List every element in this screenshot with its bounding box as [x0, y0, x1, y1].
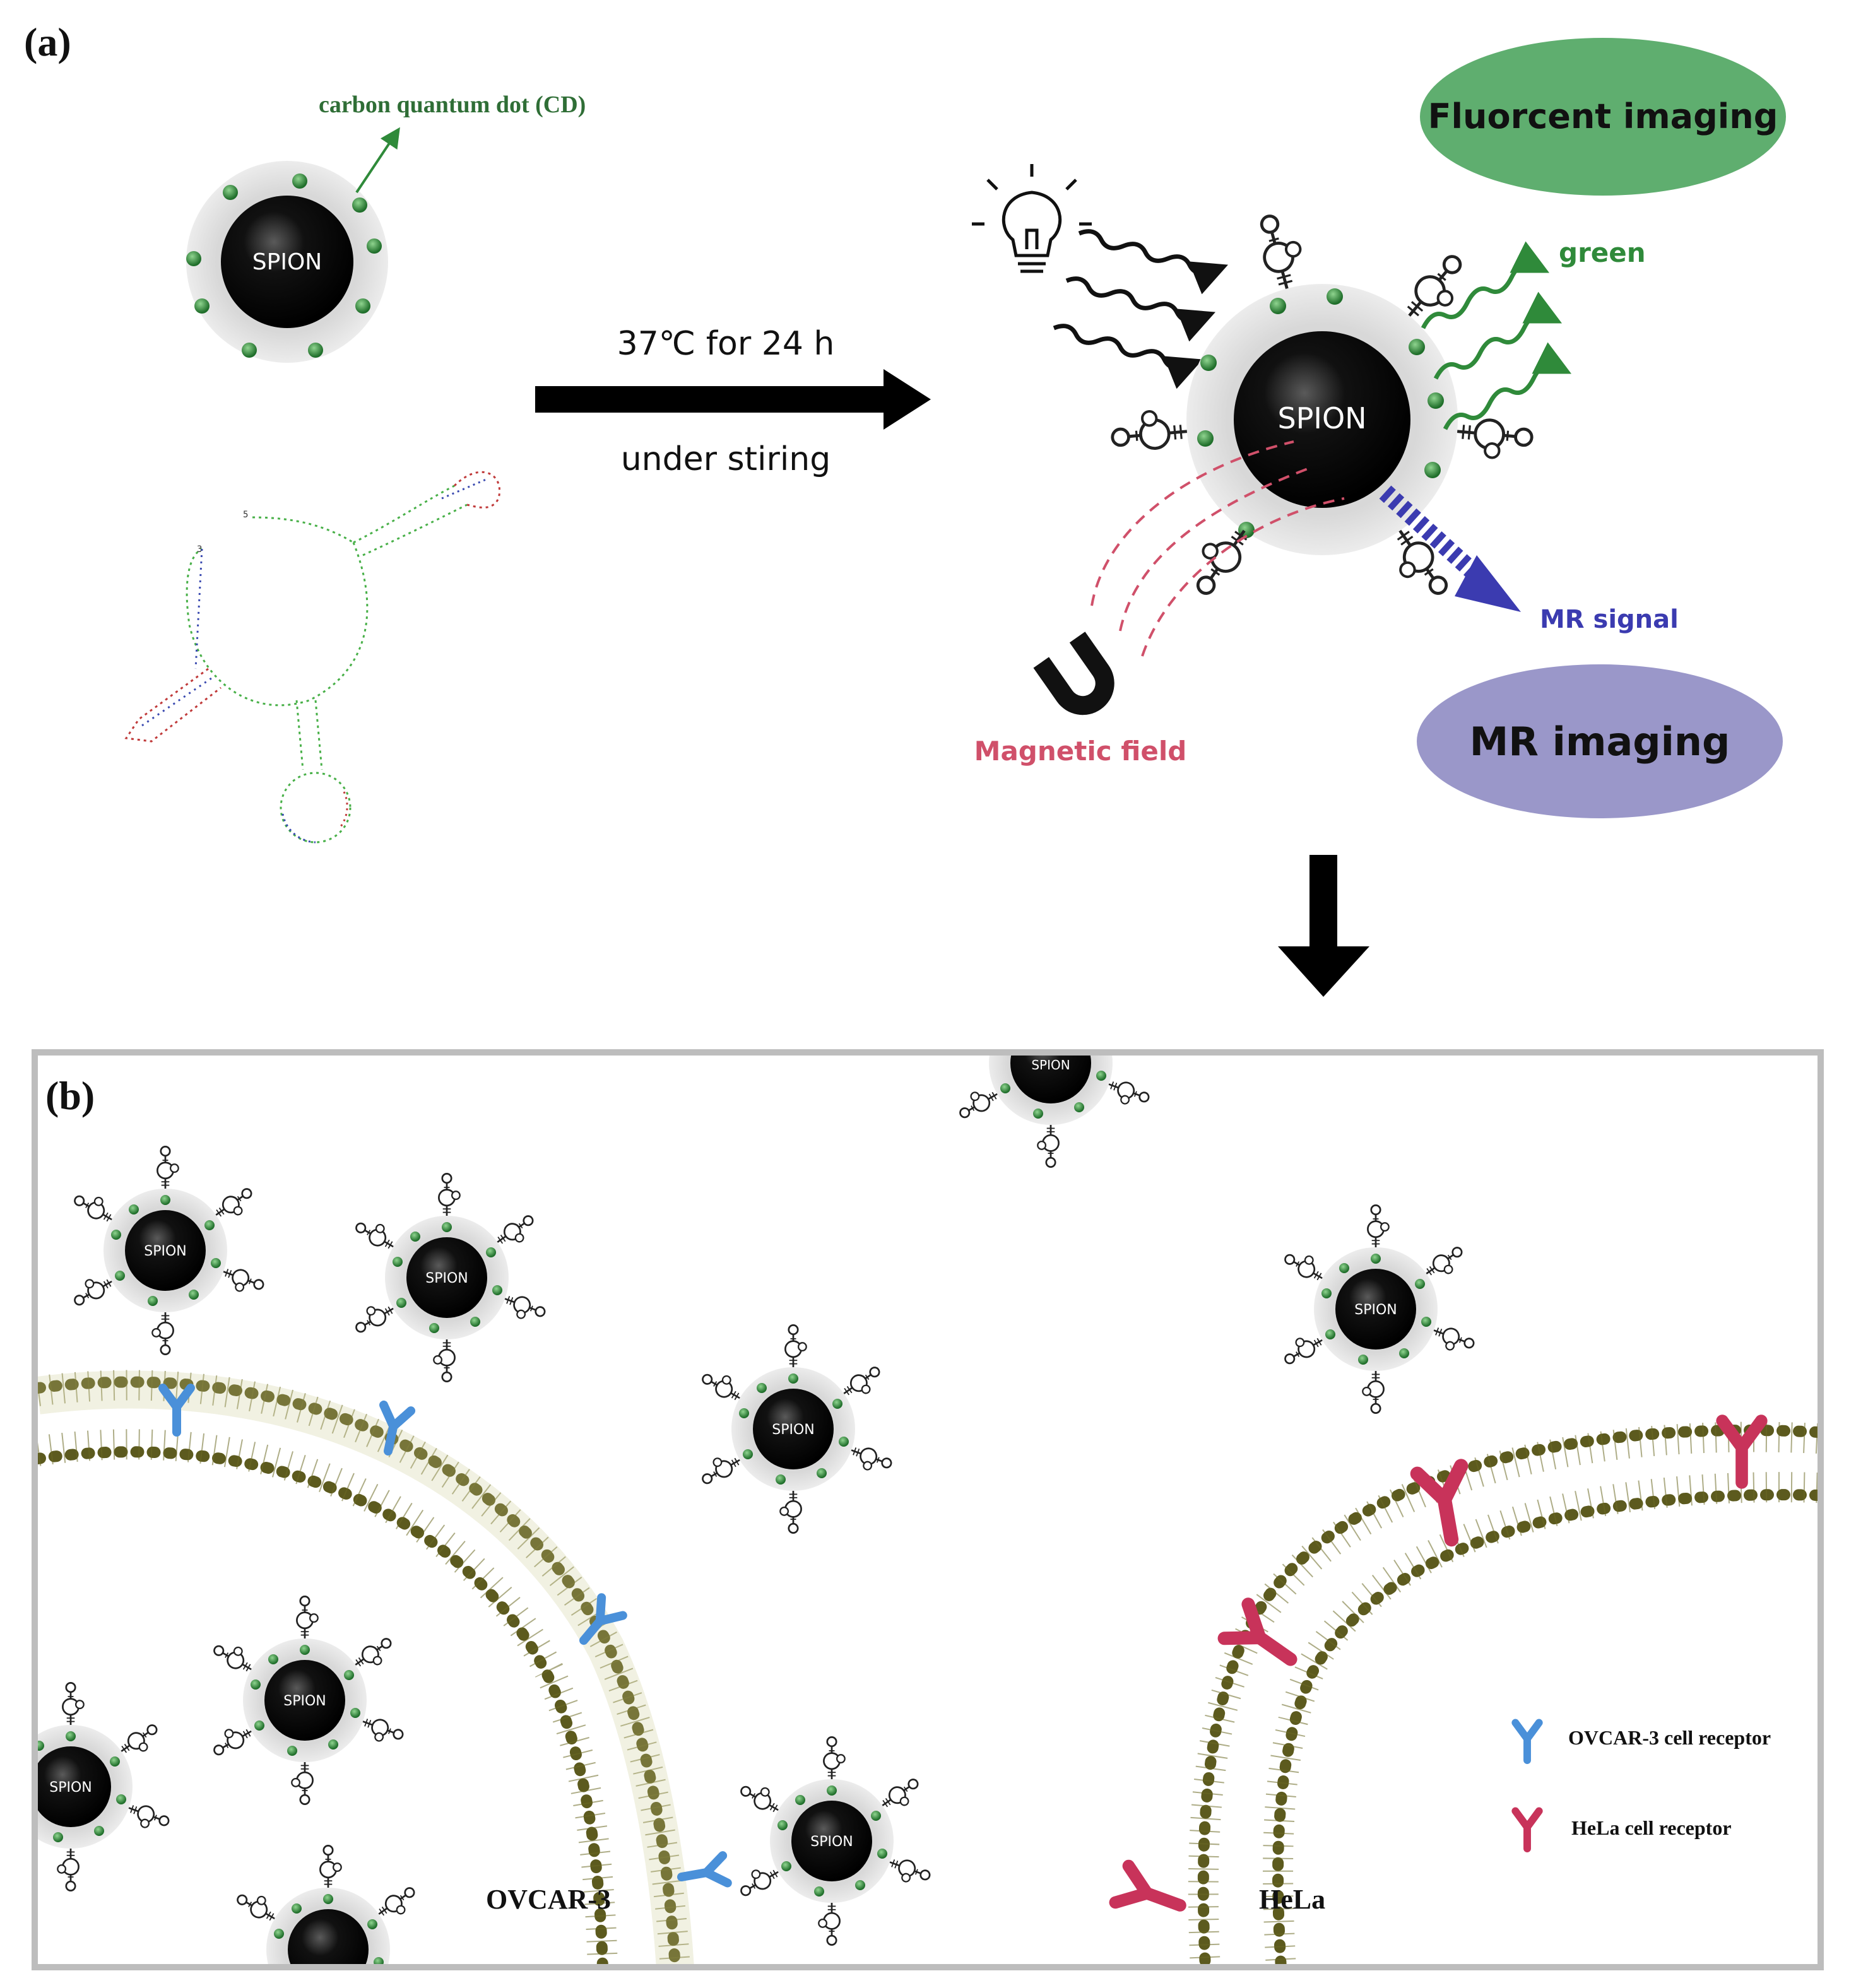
nanoparticle-label: SPION [772, 1422, 815, 1438]
cd-pointer-arrow [355, 127, 400, 194]
spion-label: SPION [252, 249, 322, 275]
functionalized-spion-label: SPION [1277, 401, 1366, 435]
light-bulb-icon [972, 164, 1092, 273]
aptamer-5prime: 5 [243, 510, 248, 520]
fluor-imaging-ellipse [1420, 38, 1786, 196]
aptamer-structure: 5 3 [124, 471, 500, 844]
panel-b-label: (b) [45, 1073, 95, 1118]
panel-b: (b) [0, 959, 1824, 1970]
magnet-icon [1033, 632, 1114, 715]
emission-light-waves [1421, 241, 1572, 430]
nanoparticle: SPION [954, 959, 1151, 1167]
nanoparticle: SPION [1279, 1205, 1476, 1413]
green-label: green [1559, 237, 1646, 268]
panel-b-frame [32, 1049, 1824, 1970]
hela-label: HeLa [1259, 1884, 1325, 1915]
nanoparticle: SPION [350, 1173, 547, 1381]
aptamer-3prime: 3 [197, 544, 202, 555]
nanoparticle: SPION [69, 1146, 266, 1354]
nanoparticle: SPION [208, 1596, 405, 1804]
mr-signal-label: MR signal [1540, 605, 1679, 634]
functionalized-spion: SPION [1111, 210, 1533, 605]
nanoparticle-label: SPION [1354, 1302, 1397, 1318]
panel-a-label: (a) [24, 20, 71, 64]
mr-imaging-ellipse [1417, 664, 1783, 818]
nanoparticle-label: SPION [49, 1780, 92, 1796]
fluor-imaging-label: Fluorcent imaging [1428, 97, 1778, 136]
down-arrow-icon [1278, 855, 1369, 997]
right-arrow-icon [535, 369, 931, 430]
nanoparticle-label: SPION [1031, 1057, 1070, 1073]
cd-label: carbon quantum dot (CD) [319, 91, 586, 118]
panel-a: (a) SPION carbon quantum dot (CD) 5 3 [24, 20, 1786, 997]
magnetic-field-lines [1091, 440, 1345, 657]
step-condition-top: 37℃ for 24 h [617, 325, 835, 363]
hela-membrane [1188, 1421, 1818, 1964]
excitation-light-waves [1053, 229, 1229, 389]
nanoparticle-label: SPION [283, 1693, 326, 1709]
nanoparticle: SPION [697, 1325, 894, 1532]
ovcar-label: OVCAR-3 [486, 1884, 611, 1915]
nanoparticle: SPION [735, 1737, 932, 1944]
ovcar-membrane [38, 1370, 694, 1964]
step-condition-bottom: under stiring [621, 440, 831, 478]
magnetic-field-label: Magnetic field [974, 736, 1187, 767]
mr-signal-arrow [1379, 485, 1521, 612]
mr-imaging-label: MR imaging [1470, 719, 1730, 765]
nanoparticle-label: SPION [810, 1834, 853, 1850]
nanoparticle-label: SPION [144, 1244, 187, 1259]
legend-hela-label: HeLa cell receptor [1571, 1816, 1732, 1839]
bare-spion-particle: SPION [186, 161, 388, 363]
legend-ovcar-label: OVCAR-3 cell receptor [1568, 1726, 1771, 1749]
nanoparticle-label: SPION [425, 1271, 468, 1286]
legend: OVCAR-3 cell receptor HeLa cell receptor [1515, 1723, 1771, 1849]
nanoparticle: SPION [0, 1683, 171, 1890]
